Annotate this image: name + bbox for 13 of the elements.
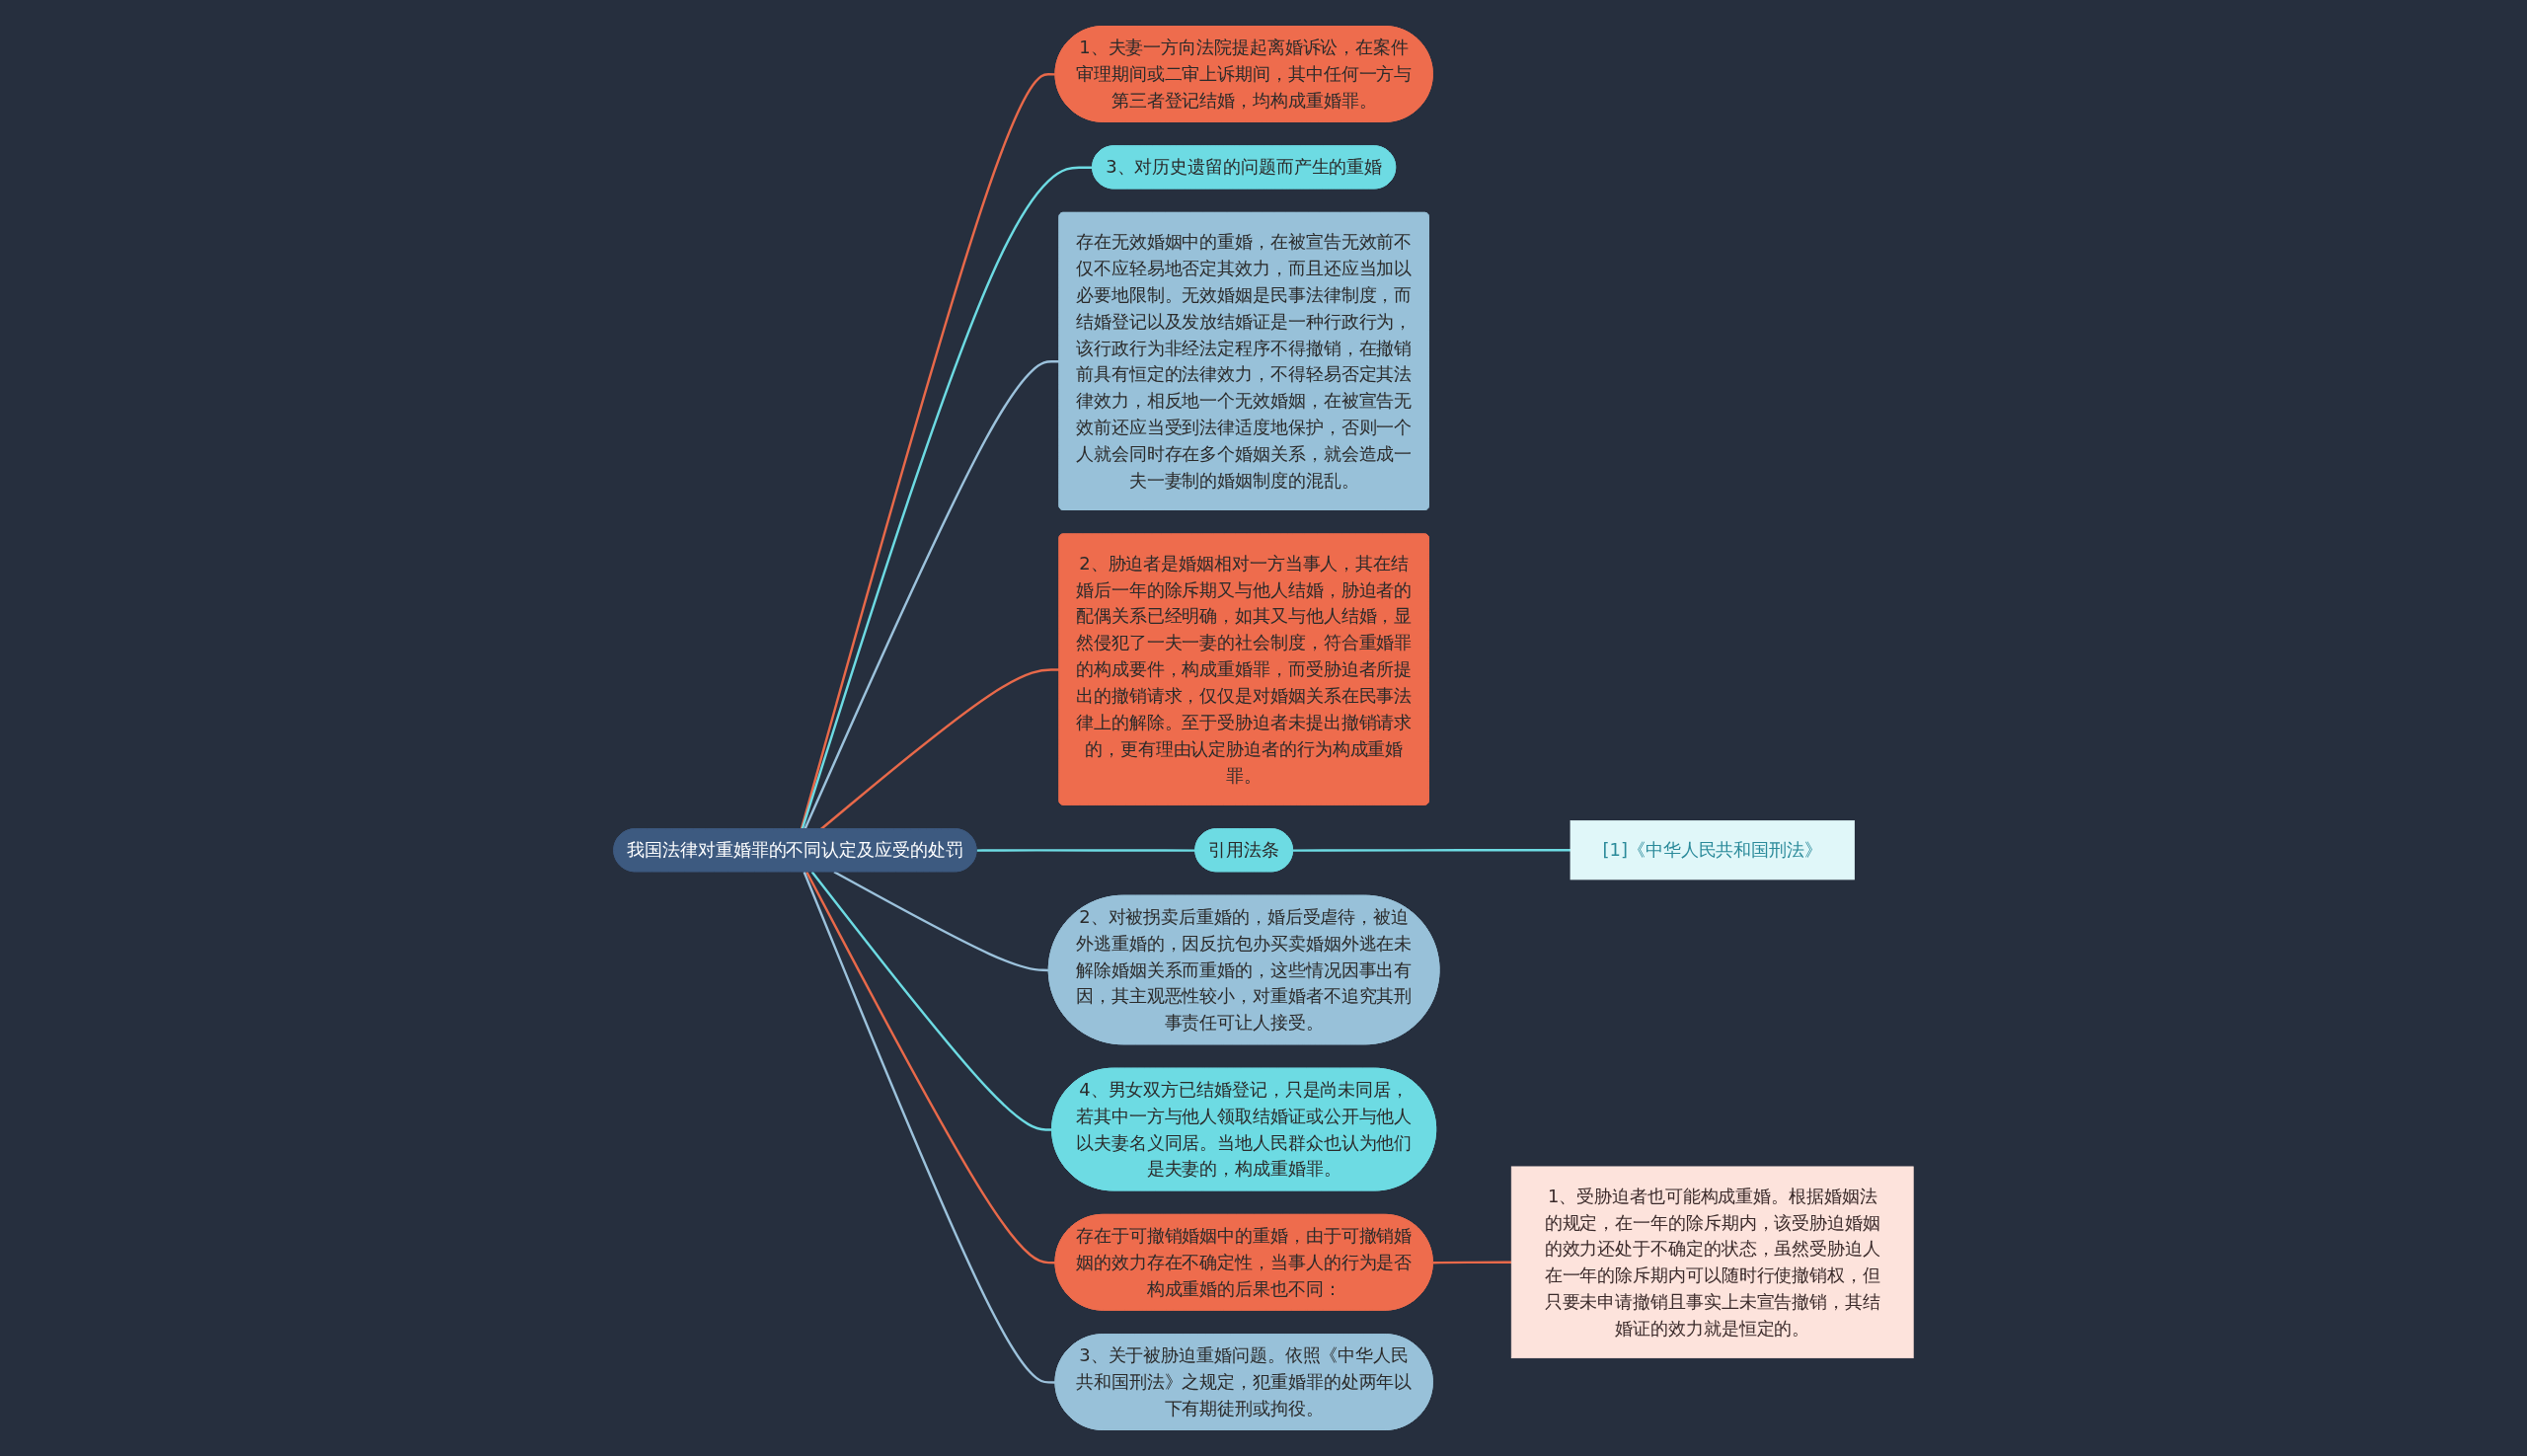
- connector: [976, 849, 1196, 852]
- connector: [804, 360, 1060, 830]
- connector: [805, 871, 1056, 1264]
- connector: [801, 166, 1094, 830]
- node-box: [1]《中华人民共和国刑法》: [1570, 820, 1855, 881]
- connector: [800, 73, 1056, 830]
- connector: [803, 871, 1056, 1384]
- connector: [819, 668, 1060, 830]
- node-box: 1、受胁迫者也可能构成重婚。根据婚姻法的规定，在一年的除斥期内，该受胁迫婚姻的效力还处于不确定的状态，虽然受胁迫人在一年的除斥期内可以随时行使撤销权，但只要未申请撤销且事实上未宣告撤销，其结婚证的效力就是恒定的。: [1510, 1166, 1914, 1359]
- connector: [1292, 849, 1570, 852]
- connector: [833, 871, 1049, 972]
- connector: [810, 871, 1053, 1131]
- connector: [1432, 1261, 1512, 1264]
